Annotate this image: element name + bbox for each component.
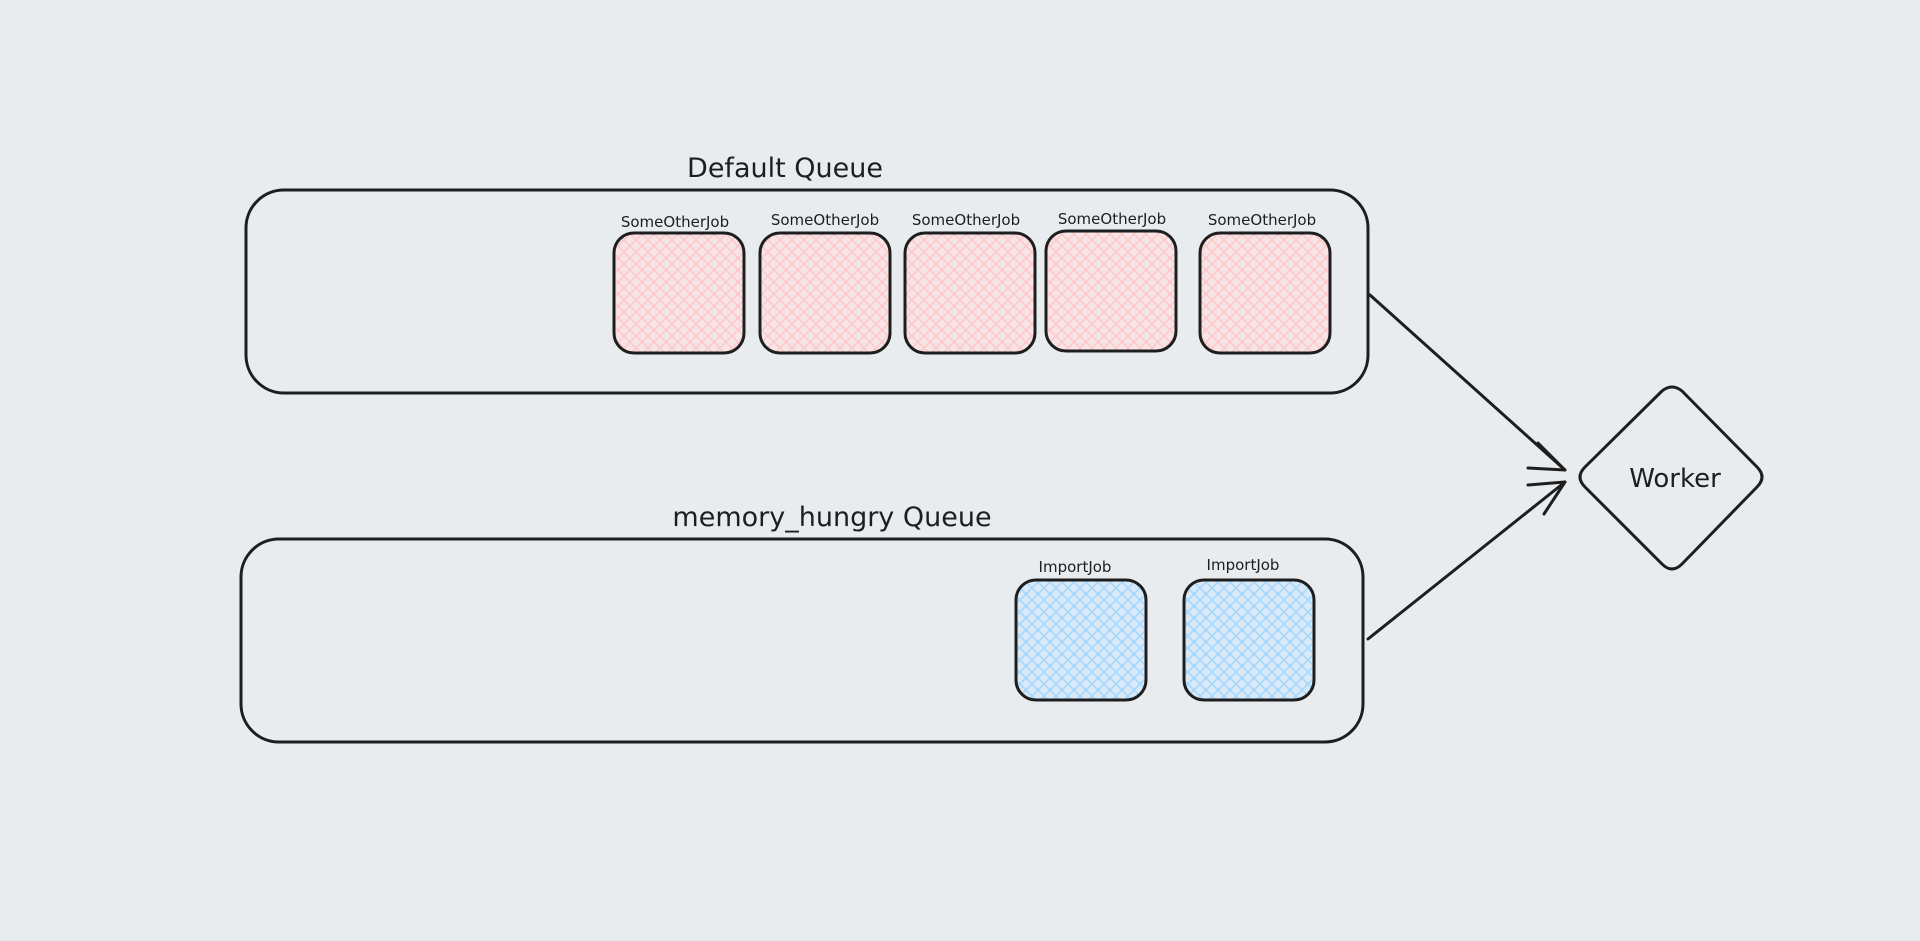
memory-hungry-queue-title: memory_hungry Queue	[672, 502, 991, 533]
job-card: SomeOtherJob	[758, 211, 892, 355]
job-label: ImportJob	[1207, 556, 1280, 574]
worker-diamond	[1578, 385, 1764, 571]
job-card: SomeOtherJob	[1044, 210, 1178, 353]
job-card: SomeOtherJob	[612, 213, 746, 355]
worker-label: Worker	[1629, 464, 1721, 494]
job-box	[1014, 578, 1148, 702]
job-card: ImportJob	[1182, 556, 1316, 702]
job-label: SomeOtherJob	[621, 213, 729, 231]
job-box	[1198, 231, 1332, 355]
job-box	[612, 231, 746, 355]
default-queue-title: Default Queue	[687, 153, 883, 184]
job-label: SomeOtherJob	[912, 211, 1020, 229]
job-box	[903, 231, 1037, 355]
default-queue: Default Queue SomeOtherJob SomeOtherJob …	[244, 153, 1370, 395]
job-box	[1044, 229, 1178, 353]
job-card: ImportJob	[1014, 558, 1148, 702]
job-label: SomeOtherJob	[1208, 211, 1316, 229]
job-box	[1182, 578, 1316, 702]
job-label: ImportJob	[1039, 558, 1112, 576]
job-card: SomeOtherJob	[1198, 211, 1332, 355]
job-label: SomeOtherJob	[1058, 210, 1166, 228]
memory-hungry-queue-container	[239, 537, 1365, 744]
job-box	[758, 231, 892, 355]
job-label: SomeOtherJob	[771, 211, 879, 229]
worker-node: Worker	[1578, 385, 1764, 571]
arrow-default-to-worker	[1368, 293, 1567, 472]
default-queue-container	[244, 188, 1370, 395]
job-card: SomeOtherJob	[903, 211, 1037, 355]
arrow-memory-hungry-to-worker	[1366, 480, 1567, 641]
memory-hungry-queue: memory_hungry Queue ImportJob ImportJob	[239, 502, 1365, 744]
